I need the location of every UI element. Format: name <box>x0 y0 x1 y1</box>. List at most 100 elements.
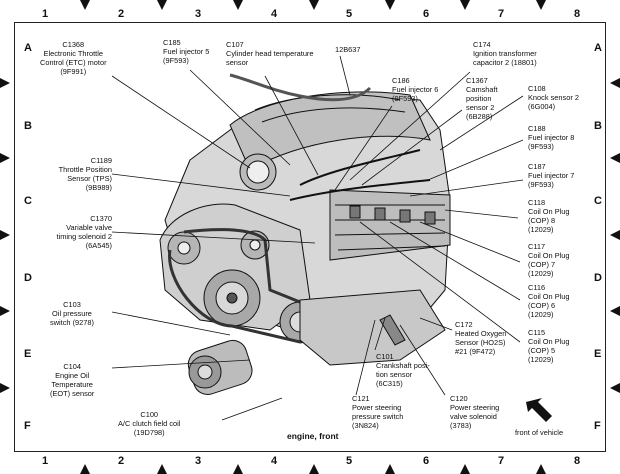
label-c1189: C1189 Throttle Position Sensor (TPS) (9B… <box>40 156 112 192</box>
label-c1370: C1370 Variable valve timing solenoid 2 (… <box>40 214 112 250</box>
grid-row-right-c: C <box>594 195 602 207</box>
label-c117: C117 Coil On Plug (COP) 7 (12029) <box>528 242 570 278</box>
label-text: C101 Crankshaft posi- tion sensor (6C315… <box>376 352 430 388</box>
front-of-vehicle-arrow <box>526 398 552 422</box>
grid-row-left-a: A <box>24 42 32 54</box>
grid-col-bottom-6: 6 <box>423 455 430 467</box>
edge-marker <box>0 153 10 163</box>
label-c1367: C1367 Camshaft position sensor 2 (6B288) <box>466 76 498 121</box>
edge-marker <box>0 306 10 316</box>
label-c104: C104 Engine Oil Temperature (EOT) sensor <box>50 362 94 398</box>
edge-marker <box>157 464 167 474</box>
grid-row-right-e: E <box>594 348 602 360</box>
grid-col-top-1: 1 <box>42 8 49 20</box>
edge-marker <box>157 0 167 10</box>
label-text: C115 Coil On Plug (COP) 5 (12029) <box>528 328 570 364</box>
label-text: C107 Cylinder head temperature sensor <box>226 40 314 67</box>
leader-lines <box>111 55 524 421</box>
label-text: C116 Coil On Plug (COP) 6 (12029) <box>528 283 570 319</box>
edge-marker <box>610 230 620 240</box>
label-text: C185 Fuel injector 5 (9F593) <box>163 38 210 65</box>
grid-col-top-2: 2 <box>118 8 125 20</box>
grid-col-bottom-4: 4 <box>271 455 278 467</box>
label-c185: C185 Fuel injector 5 (9F593) <box>163 38 209 65</box>
edge-marker <box>80 0 90 10</box>
label-text: C1189 Throttle Position Sensor (TPS) (9B… <box>58 156 112 192</box>
label-text: C187 Fuel injector 7 (9F593) <box>528 162 575 189</box>
grid-col-top-8: 8 <box>574 8 581 20</box>
label-c116: C116 Coil On Plug (COP) 6 (12029) <box>528 283 570 319</box>
label-c103: C103 Oil pressure switch (9278) <box>50 300 94 327</box>
grid-row-left-b: B <box>24 120 32 132</box>
label-c118: C118 Coil On Plug (COP) 8 (12029) <box>528 198 570 234</box>
edge-marker <box>309 0 319 10</box>
label-c115: C115 Coil On Plug (COP) 5 (12029) <box>528 328 570 364</box>
grid-col-bottom-3: 3 <box>195 455 202 467</box>
edge-marker <box>610 78 620 88</box>
edge-marker <box>536 464 546 474</box>
diagram-caption: engine, front <box>287 431 339 441</box>
grid-col-top-3: 3 <box>195 8 202 20</box>
label-text: C188 Fuel injector 8 (9F593) <box>528 124 575 151</box>
label-text: C174 Ignition transformer capacitor 2 (1… <box>473 40 537 67</box>
label-c188: C188 Fuel injector 8 (9F593) <box>528 124 574 151</box>
grid-row-right-b: B <box>594 120 602 132</box>
diagram-frame <box>14 22 606 452</box>
label-c1368: C1368 Electronic Throttle Control (ETC) … <box>40 40 107 76</box>
grid-col-bottom-2: 2 <box>118 455 125 467</box>
edge-marker <box>0 383 10 393</box>
label-12b637: 12B637 <box>335 45 360 54</box>
label-c108: C108 Knock sensor 2 (6G004) <box>528 84 579 111</box>
grid-col-top-6: 6 <box>423 8 430 20</box>
label-text: C103 Oil pressure switch (9278) <box>50 300 94 327</box>
grid-col-bottom-8: 8 <box>574 455 581 467</box>
label-c101: C101 Crankshaft posi- tion sensor (6C315… <box>376 352 430 388</box>
edge-marker <box>610 306 620 316</box>
grid-col-bottom-1: 1 <box>42 455 49 467</box>
label-c172: C172 Heated Oxygen Sensor (HO2S) #21 (9F… <box>455 320 506 356</box>
edge-marker <box>536 0 546 10</box>
edge-marker <box>385 464 395 474</box>
label-text: C172 Heated Oxygen Sensor (HO2S) #21 (9F… <box>455 320 507 356</box>
edge-marker <box>233 464 243 474</box>
edge-marker <box>610 383 620 393</box>
edge-marker <box>309 464 319 474</box>
label-text: C1368 Electronic Throttle Control (ETC) … <box>40 40 107 76</box>
grid-row-right-a: A <box>594 42 602 54</box>
label-c186: C186 Fuel injector 6 (9F593) <box>392 76 438 103</box>
grid-col-bottom-5: 5 <box>346 455 353 467</box>
grid-col-top-7: 7 <box>498 8 505 20</box>
edge-marker <box>0 230 10 240</box>
grid-col-top-5: 5 <box>346 8 353 20</box>
grid-col-bottom-7: 7 <box>498 455 505 467</box>
edge-marker <box>610 153 620 163</box>
label-text: C104 Engine Oil Temperature (EOT) sensor <box>50 362 95 398</box>
grid-row-left-f: F <box>24 420 31 432</box>
front-of-vehicle-label: front of vehicle <box>515 428 564 437</box>
label-text: C118 Coil On Plug (COP) 8 (12029) <box>528 198 570 234</box>
grid-row-right-f: F <box>594 420 601 432</box>
label-c120: C120 Power steering valve solenoid (3783… <box>450 394 499 430</box>
label-c100: C100 A/C clutch field coil (19D798) <box>118 410 180 437</box>
edge-marker <box>80 464 90 474</box>
edge-marker <box>460 0 470 10</box>
edge-marker <box>385 0 395 10</box>
label-text: C108 Knock sensor 2 (6G004) <box>528 84 579 111</box>
label-c121: C121 Power steering pressure switch (3N8… <box>352 394 403 430</box>
grid-row-left-c: C <box>24 195 32 207</box>
label-text: C120 Power steering valve solenoid (3783… <box>450 394 500 430</box>
edge-marker <box>460 464 470 474</box>
grid-row-right-d: D <box>594 272 602 284</box>
label-text: 12B637 <box>335 45 361 54</box>
label-text: C1367 Camshaft position sensor 2 (6B288) <box>466 76 498 121</box>
edge-marker <box>0 78 10 88</box>
label-c107: C107 Cylinder head temperature sensor <box>226 40 314 67</box>
label-c174: C174 Ignition transformer capacitor 2 (1… <box>473 40 537 67</box>
label-text: C1370 Variable valve timing solenoid 2 (… <box>56 214 112 250</box>
label-text: C100 A/C clutch field coil (19D798) <box>118 410 181 437</box>
label-text: C117 Coil On Plug (COP) 7 (12029) <box>528 242 570 278</box>
label-text: C121 Power steering pressure switch (3N8… <box>352 394 404 430</box>
label-c187: C187 Fuel injector 7 (9F593) <box>528 162 574 189</box>
